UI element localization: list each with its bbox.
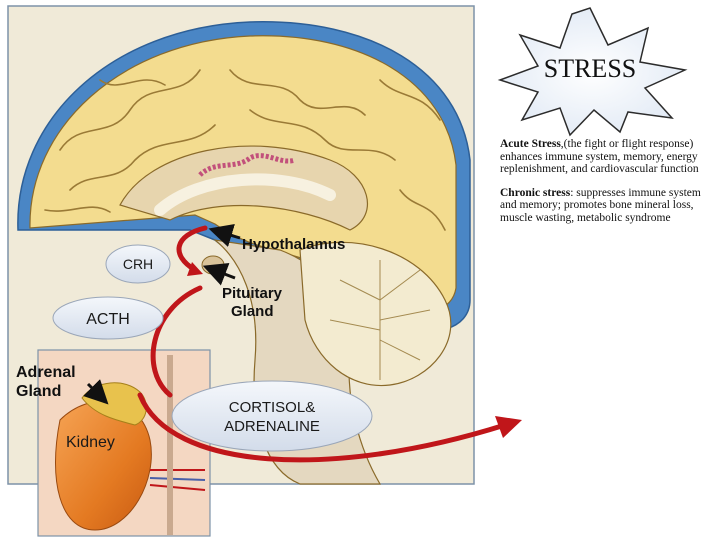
cortisol-label: CORTISOL& bbox=[229, 399, 315, 416]
acute-stress-paragraph: Acute Stress,(the fight or flight respon… bbox=[500, 138, 712, 176]
stress-title: STRESS bbox=[544, 54, 637, 83]
acth-label: ACTH bbox=[86, 311, 130, 328]
kidney-label: Kidney bbox=[66, 434, 115, 451]
stress-description: Acute Stress,(the fight or flight respon… bbox=[500, 138, 712, 236]
crh-arrowhead bbox=[187, 262, 203, 276]
chronic-stress-body: : suppresses immune system and memory; p… bbox=[500, 186, 701, 224]
acute-stress-body: ,(the fight or flight response) enhances… bbox=[500, 138, 699, 176]
adrenaline-label: ADRENALINE bbox=[224, 418, 320, 435]
chronic-stress-heading: Chronic stress bbox=[500, 186, 571, 199]
acth-oval: ACTH bbox=[52, 296, 164, 340]
acute-stress-heading: Acute Stress bbox=[500, 138, 561, 150]
acth-curve-arrow bbox=[150, 285, 203, 398]
pituitary-label-line2: Gland bbox=[231, 303, 274, 320]
hypothalamus-label: Hypothalamus bbox=[242, 236, 345, 253]
adrenal-label-line2: Gland bbox=[16, 383, 61, 400]
cortisol-adrenaline-oval: CORTISOL& ADRENALINE bbox=[171, 380, 373, 452]
brain-illustration bbox=[7, 5, 475, 485]
crh-curve-arrow bbox=[176, 225, 208, 273]
pituitary-label-line1: Pituitary bbox=[222, 285, 283, 302]
adrenal-label-line1: Adrenal bbox=[16, 364, 76, 381]
kidney-inset bbox=[37, 349, 211, 537]
crh-oval: CRH bbox=[105, 244, 171, 284]
label-pointers bbox=[83, 223, 241, 405]
chronic-stress-paragraph: Chronic stress: suppresses immune system… bbox=[500, 187, 712, 225]
crh-label: CRH bbox=[123, 256, 153, 272]
cortisol-arrowhead bbox=[495, 416, 522, 438]
hormone-pathway-arrows bbox=[137, 225, 508, 463]
cortisol-sweep-arrow bbox=[137, 392, 508, 463]
stress-starburst: STRESS bbox=[497, 7, 688, 137]
